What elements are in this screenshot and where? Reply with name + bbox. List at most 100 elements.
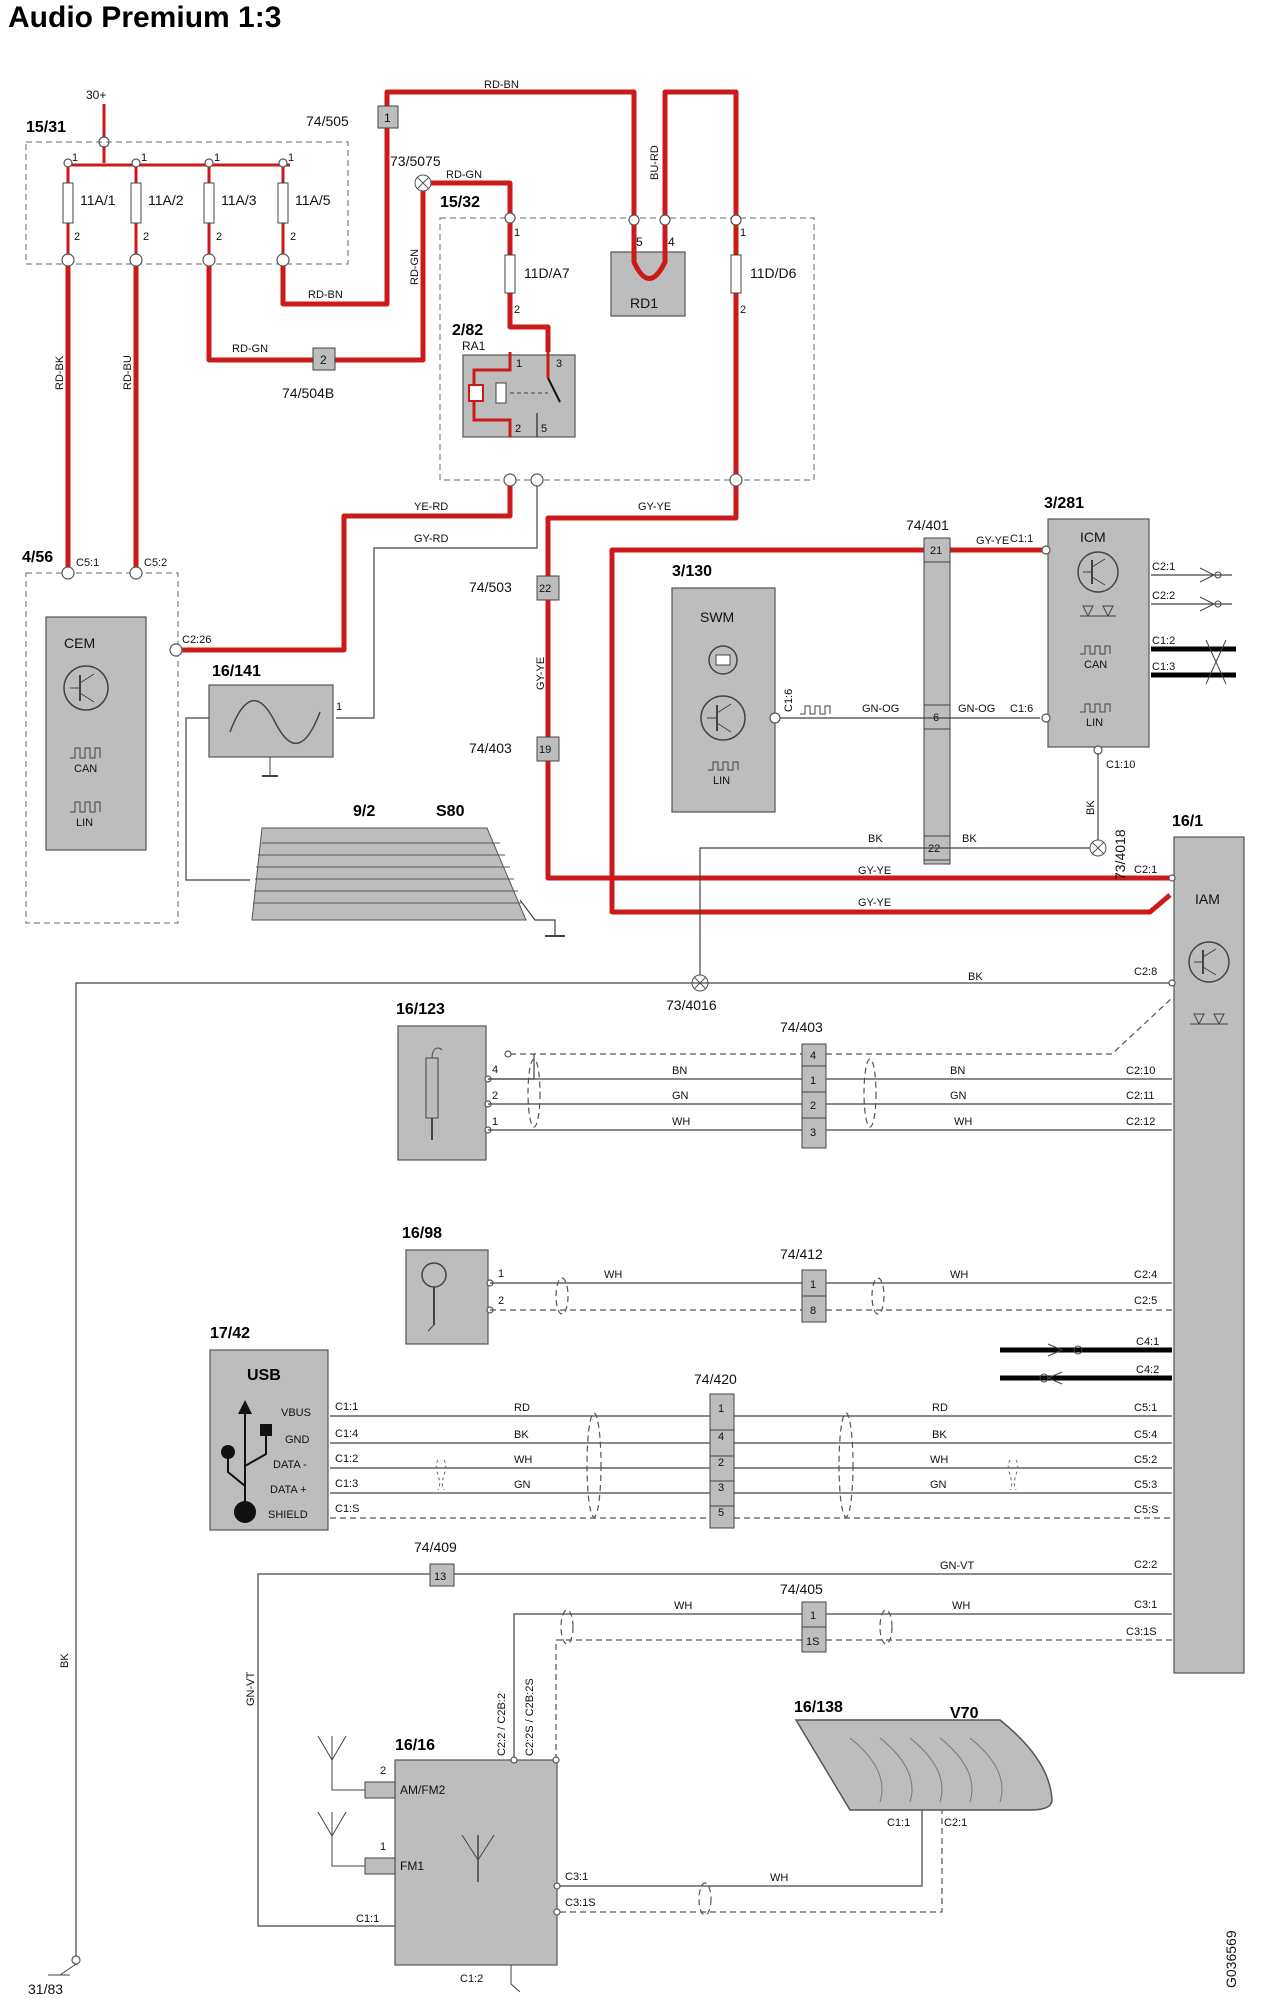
usb-signal: DATA -: [273, 1459, 307, 1471]
junction-74-412: [801, 1269, 827, 1323]
junction-pin: 1: [810, 1075, 816, 1087]
antenna-icon: [461, 1834, 495, 1882]
junction-pin: 22: [539, 583, 551, 595]
page-title: Audio Premium 1:3: [8, 1, 281, 34]
fuse-11a1: 1 2 11A/1: [62, 152, 116, 260]
iam-pin: C2:11: [1126, 1090, 1155, 1102]
cem-ref: 4/56: [22, 549, 53, 566]
wire-label: RD-BK: [54, 355, 66, 390]
wire-label: GN-VT: [245, 1672, 257, 1707]
diode-icon: [1080, 605, 1116, 618]
junction-pin: 8: [810, 1305, 816, 1317]
wire-label: RD-BN: [484, 79, 519, 91]
splice-73-5075: [414, 174, 432, 192]
iam-pin: C4:1: [1136, 1336, 1159, 1348]
wire-label: GN-VT: [940, 1560, 975, 1572]
junction-ref: 74/504B: [282, 385, 334, 401]
wire-label: WH: [770, 1872, 788, 1884]
junction-74-503: [536, 575, 560, 601]
aux-pin: 2: [492, 1090, 498, 1102]
iam-pin: C5:1: [1134, 1402, 1157, 1414]
aux-in-module: [397, 1025, 487, 1161]
rear-antenna-pin: C1:1: [887, 1817, 910, 1829]
tuner-pin: C2:2 / C2B:2: [496, 1693, 508, 1756]
junction-pin: 1: [718, 1403, 724, 1415]
fuse-pin-label: 1: [514, 227, 520, 239]
junction-ref: 74/403: [469, 740, 512, 756]
tuner-pin: C1:2: [460, 1973, 483, 1985]
icm-pin: C1:6: [1010, 703, 1033, 715]
wire-label: RD-BN: [308, 289, 343, 301]
transistor-icon: [1188, 941, 1230, 983]
relay-pin: 1: [516, 358, 522, 370]
antenna-icon: [317, 1735, 365, 1791]
microphone-icon: [421, 1262, 447, 1332]
rear-window-variant: S80: [436, 803, 465, 820]
usb-pin: C1:2: [335, 1453, 358, 1465]
icm-pin: C1:2: [1152, 635, 1175, 647]
transistor-icon: [700, 695, 746, 741]
junction-ref: 74/403: [780, 1019, 823, 1035]
tuner-input-pin: 2: [380, 1765, 386, 1777]
relay-pin: 2: [515, 423, 521, 435]
wire-label: GN: [930, 1479, 947, 1491]
tuner-ref: 16/16: [395, 1737, 435, 1754]
junction-pin: 1: [384, 111, 391, 125]
fuse-label: 11A/5: [295, 192, 331, 208]
junction-74-409: [429, 1563, 455, 1587]
rd1-pin: 4: [668, 235, 675, 249]
lin-icon: [1080, 703, 1111, 713]
wire-label: BU-RD: [649, 145, 661, 180]
iam-pin: C3:1: [1134, 1599, 1157, 1611]
wire-label: WH: [954, 1116, 972, 1128]
rear-window-ref: 9/2: [353, 803, 375, 820]
fuse-pin-label: 2: [290, 231, 296, 243]
icm-ref: 3/281: [1044, 495, 1084, 512]
wire-label: BK: [962, 833, 977, 845]
junction-pin: 1: [810, 1279, 816, 1291]
fusebox-outline: [25, 141, 349, 265]
iam-pin: C5:S: [1134, 1504, 1158, 1516]
lin-icon: [708, 761, 739, 771]
relay-pin: 3: [556, 358, 562, 370]
usb-ref: 17/42: [210, 1325, 250, 1342]
relay-box-outline: [439, 217, 815, 481]
wire-label: BN: [950, 1065, 965, 1077]
fuse-11d-d6: [730, 254, 742, 294]
iam-pin: C5:3: [1134, 1479, 1157, 1491]
swm-pin: C1:6: [783, 689, 795, 712]
mic-pin: 1: [498, 1268, 504, 1280]
usb-signal: GND: [285, 1434, 310, 1446]
iam-pin: C2:2: [1134, 1559, 1157, 1571]
usb-name: USB: [247, 1367, 281, 1384]
tuner-input: AM/FM2: [400, 1783, 446, 1797]
swm-bus: LIN: [713, 775, 730, 787]
fuse-pin-label: 2: [514, 304, 520, 316]
fuse-group: 1 2 11A/1 1 2 11A/2 1 2 11A/3 1 2 11A/5: [62, 152, 331, 260]
cem-pin: C5:2: [144, 557, 167, 569]
junction-pin: 3: [718, 1482, 724, 1494]
filter-pin: 1: [336, 701, 342, 713]
usb-pin: C1:S: [335, 1503, 359, 1515]
fuse-label: 11A/1: [80, 192, 116, 208]
iam-pin: C2:10: [1126, 1065, 1155, 1077]
iam-pin: C3:1S: [1126, 1626, 1157, 1638]
tuner-module: [394, 1759, 558, 1966]
junction-ref: 74/405: [780, 1581, 823, 1597]
relay-name: RA1: [462, 339, 486, 353]
cem-bus: CAN: [74, 763, 97, 775]
swm-module: [671, 587, 776, 813]
wire-label: RD: [932, 1402, 948, 1414]
junction-74-504b: [312, 347, 336, 371]
junction-ref: 74/409: [414, 1539, 457, 1555]
iam-pin: C5:4: [1134, 1429, 1157, 1441]
wire-label: RD: [514, 1402, 530, 1414]
fuse-pin-label: 2: [740, 304, 746, 316]
rear-antenna-icon: [794, 1719, 1053, 1811]
fuse-11a3: 1 2 11A/3: [203, 152, 257, 260]
wire-label: WH: [514, 1454, 532, 1466]
fuse-label: 11D/A7: [524, 265, 570, 281]
splice-ref: 73/4016: [666, 997, 717, 1013]
